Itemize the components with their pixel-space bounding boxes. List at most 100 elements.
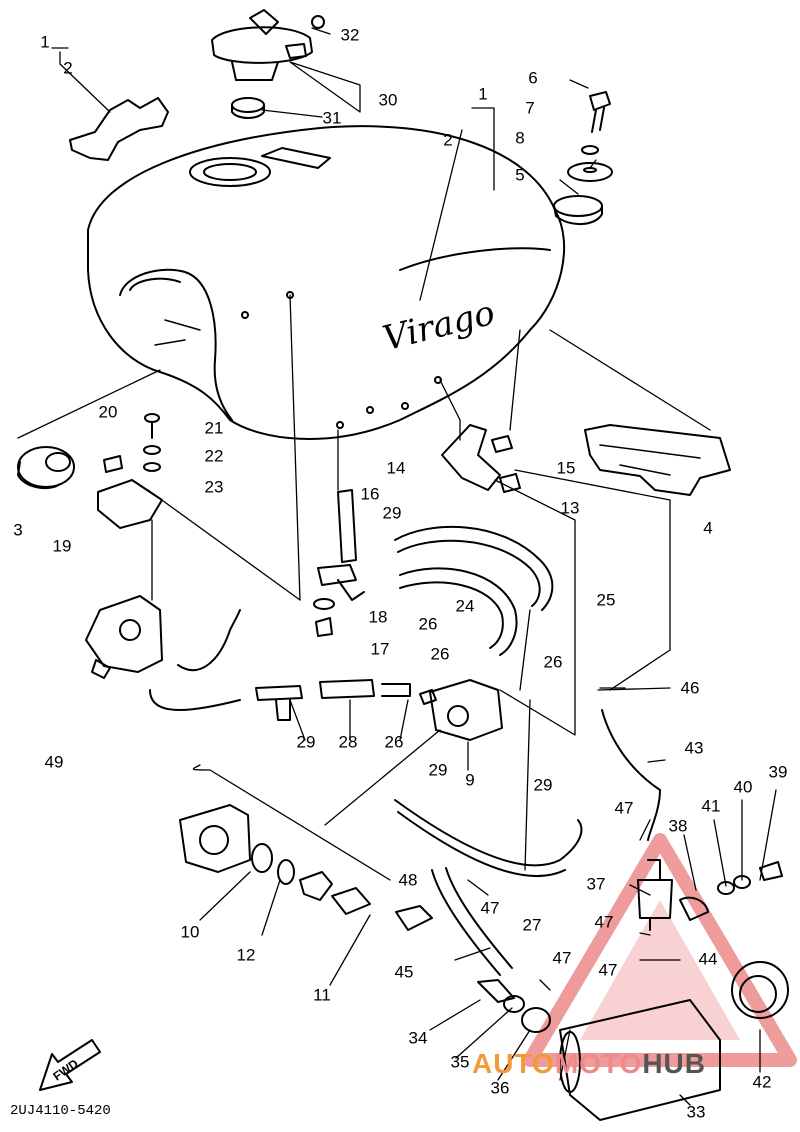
callout-25: 25 xyxy=(596,590,616,610)
callout-47-lower-right: 47 xyxy=(598,960,618,980)
watermark-part1: AUTO xyxy=(472,1048,555,1079)
washer-18 xyxy=(313,598,335,610)
watermark-text: AUTOMOTOHUB xyxy=(472,1048,706,1080)
cap-gasket xyxy=(231,97,265,119)
fuel-filter-37 xyxy=(637,859,673,931)
callout-29-middle: 29 xyxy=(428,760,448,780)
tank-emblem-left xyxy=(69,97,169,161)
callout-42: 42 xyxy=(752,1072,772,1092)
callout-12: 12 xyxy=(236,945,256,965)
gasket-10 xyxy=(251,843,273,873)
callout-33: 33 xyxy=(686,1102,706,1122)
callout-47-hose: 47 xyxy=(480,898,500,918)
screw-20 xyxy=(103,455,123,473)
watermark-part3: HUB xyxy=(642,1048,706,1079)
callout-6: 6 xyxy=(528,68,538,88)
cap-screw xyxy=(311,15,325,29)
callout-4: 4 xyxy=(703,518,713,538)
o-ring-12 xyxy=(277,859,295,885)
fwd-arrow-icon xyxy=(39,1039,101,1091)
callout-20: 20 xyxy=(98,402,118,422)
callout-44: 44 xyxy=(698,949,718,969)
callout-40: 40 xyxy=(733,777,753,797)
callout-10: 10 xyxy=(180,922,200,942)
callout-19: 19 xyxy=(52,536,72,556)
washer-23 xyxy=(143,462,161,472)
callout-28: 28 xyxy=(338,732,358,752)
damper-3 xyxy=(17,446,75,490)
callout-22: 22 xyxy=(204,446,224,466)
bracket-4 xyxy=(584,424,731,496)
callout-3: 3 xyxy=(13,520,23,540)
callout-46: 46 xyxy=(680,678,700,698)
callout-39: 39 xyxy=(768,762,788,782)
hose-25 xyxy=(394,525,554,611)
callout-18: 18 xyxy=(368,607,388,627)
fuel-tank xyxy=(87,125,566,440)
callout-35: 35 xyxy=(450,1052,470,1072)
callout-26-middle: 26 xyxy=(430,644,450,664)
hose-upper-left xyxy=(177,609,241,671)
damper-36 xyxy=(521,1007,551,1033)
hose-45-inner xyxy=(445,867,513,969)
callout-16: 16 xyxy=(360,484,380,504)
valve-part xyxy=(299,871,333,901)
connector-48 xyxy=(395,905,433,931)
watermark-part2: MOTO xyxy=(554,1048,643,1079)
washer-22 xyxy=(143,445,161,455)
callout-26-lower: 26 xyxy=(384,732,404,752)
callout-49: 49 xyxy=(44,752,64,772)
callout-47-lower-left: 47 xyxy=(552,948,572,968)
callout-13: 13 xyxy=(560,498,580,518)
callout-45: 45 xyxy=(394,962,414,982)
callout-1-emblem: 1 xyxy=(40,32,50,52)
callout-14: 14 xyxy=(386,458,406,478)
bolt-39 xyxy=(759,861,783,881)
hose-27 xyxy=(394,799,583,867)
bracket-42 xyxy=(731,961,789,1019)
hose-lower-left xyxy=(149,689,241,711)
callout-23: 23 xyxy=(204,477,224,497)
callout-37: 37 xyxy=(586,874,606,894)
damper-5 xyxy=(553,195,603,225)
hose-25-inner xyxy=(397,539,541,607)
callout-38: 38 xyxy=(668,816,688,836)
callout-5: 5 xyxy=(515,165,525,185)
washer-41 xyxy=(717,881,735,895)
washer-8 xyxy=(567,162,613,182)
callout-17: 17 xyxy=(370,639,390,659)
fuel-cock-16 xyxy=(317,489,365,601)
diagram-code: 2UJ4110-5420 xyxy=(10,1103,111,1119)
callout-29-upper: 29 xyxy=(382,503,402,523)
collar-35 xyxy=(503,995,525,1013)
watermark-triangle xyxy=(523,833,797,1067)
callout-41: 41 xyxy=(701,796,721,816)
hose-27-inner xyxy=(397,811,566,878)
callout-21: 21 xyxy=(204,418,224,438)
pipe-28 xyxy=(319,679,375,699)
callout-26-right: 26 xyxy=(543,652,563,672)
callout-7: 7 xyxy=(525,98,535,118)
callout-47-upper: 47 xyxy=(614,798,634,818)
bolt-15 xyxy=(491,435,513,453)
stay-14 xyxy=(441,424,501,491)
callout-11: 11 xyxy=(313,985,331,1005)
washer-7 xyxy=(581,145,599,155)
callout-29-right: 29 xyxy=(533,775,553,795)
callout-36: 36 xyxy=(490,1078,510,1098)
callout-32: 32 xyxy=(340,25,360,45)
fuel-pump-9 xyxy=(419,679,503,741)
joint-t xyxy=(255,685,303,701)
callout-1: 1 xyxy=(478,84,488,104)
callout-15: 15 xyxy=(556,458,576,478)
callout-34: 34 xyxy=(408,1028,428,1048)
callout-9: 9 xyxy=(465,770,475,790)
hose-45 xyxy=(431,869,501,976)
clamp-38 xyxy=(679,896,709,921)
callout-43: 43 xyxy=(684,738,704,758)
bolt-13 xyxy=(499,473,521,493)
hose-24-inner xyxy=(399,581,504,649)
valve-49 xyxy=(85,595,163,679)
callout-30: 30 xyxy=(378,90,398,110)
